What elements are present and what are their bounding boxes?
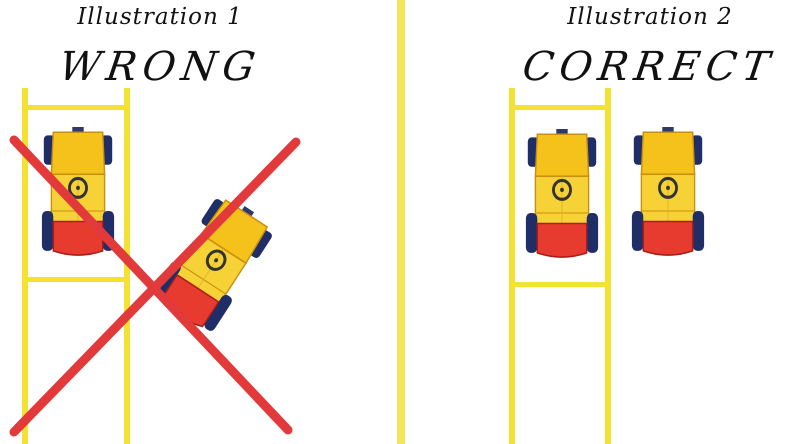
forklift-2-parked (526, 129, 598, 257)
center-divider (397, 0, 405, 444)
forklift-2-beside (632, 127, 704, 255)
forklift-1-angled (149, 190, 279, 337)
red-x-icon (14, 140, 296, 432)
